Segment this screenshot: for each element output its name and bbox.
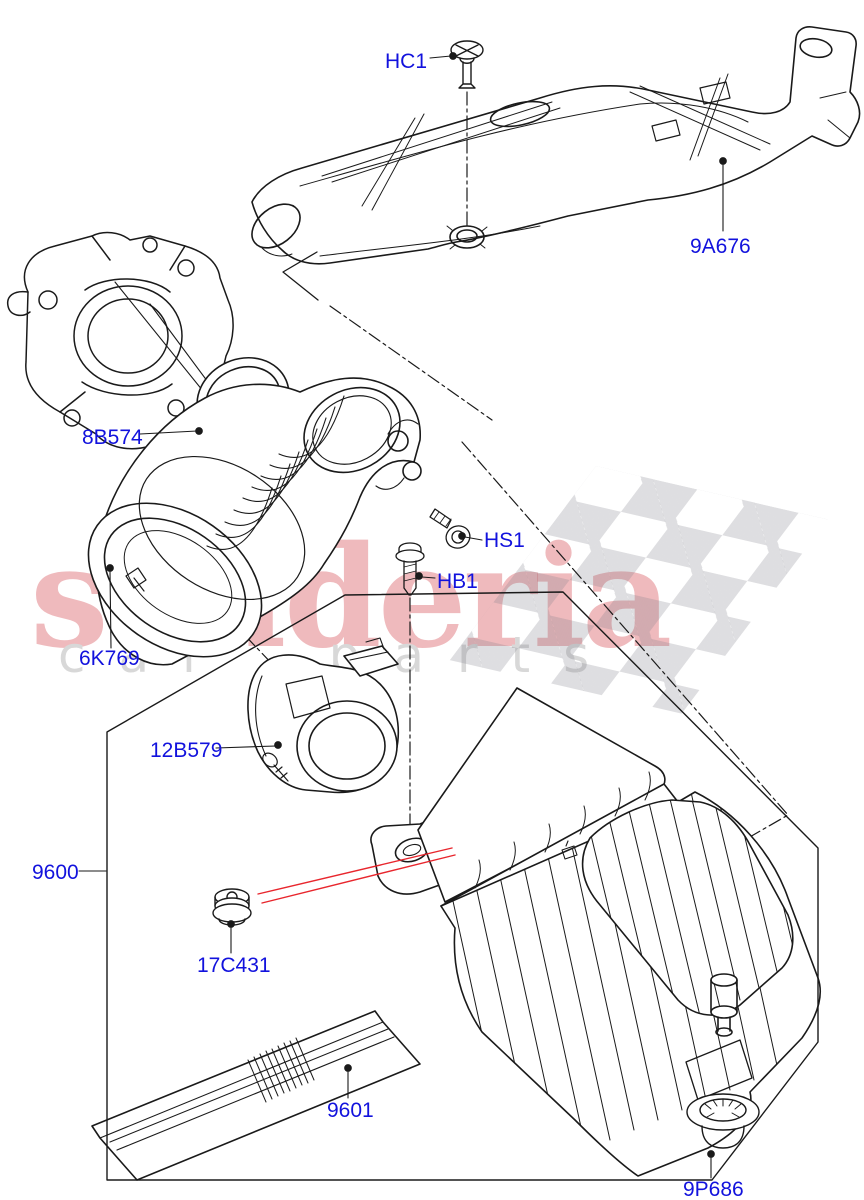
throttle-body-ghost bbox=[6, 231, 234, 450]
air-filter-drawing bbox=[91, 1010, 421, 1181]
part-label-9p686[interactable]: 9P686 bbox=[683, 1178, 744, 1200]
part-label-9601[interactable]: 9601 bbox=[327, 1099, 374, 1122]
part-label-6k769[interactable]: 6K769 bbox=[79, 647, 140, 670]
part-label-17c431[interactable]: 17C431 bbox=[197, 954, 271, 977]
hb1-bolt-drawing bbox=[395, 542, 425, 596]
part-label-hc1[interactable]: HC1 bbox=[385, 50, 427, 73]
grommet-drawing bbox=[686, 1093, 760, 1149]
rubber-mount-drawing bbox=[212, 888, 252, 926]
intake-duct-drawing bbox=[251, 26, 861, 265]
label-leader-lines bbox=[78, 52, 727, 1179]
part-label-9600[interactable]: 9600 bbox=[32, 861, 79, 884]
hs1-screw-drawing bbox=[429, 508, 471, 549]
air-cleaner-box-drawing bbox=[370, 687, 822, 1177]
hc1-fastener-drawing bbox=[450, 40, 484, 89]
part-label-8b574[interactable]: 8B574 bbox=[82, 426, 143, 449]
maf-sensor-drawing bbox=[247, 637, 400, 794]
part-label-9a676[interactable]: 9A676 bbox=[690, 235, 751, 258]
intake-hose-drawing bbox=[87, 377, 422, 666]
assembly-bracket-outline bbox=[106, 591, 819, 1181]
red-leader-lines bbox=[257, 847, 456, 904]
part-label-12b579[interactable]: 12B579 bbox=[150, 739, 222, 762]
axis-arrow-chevron bbox=[282, 251, 319, 301]
part-label-hb1[interactable]: HB1 bbox=[437, 570, 478, 593]
part-label-hs1[interactable]: HS1 bbox=[484, 529, 525, 552]
